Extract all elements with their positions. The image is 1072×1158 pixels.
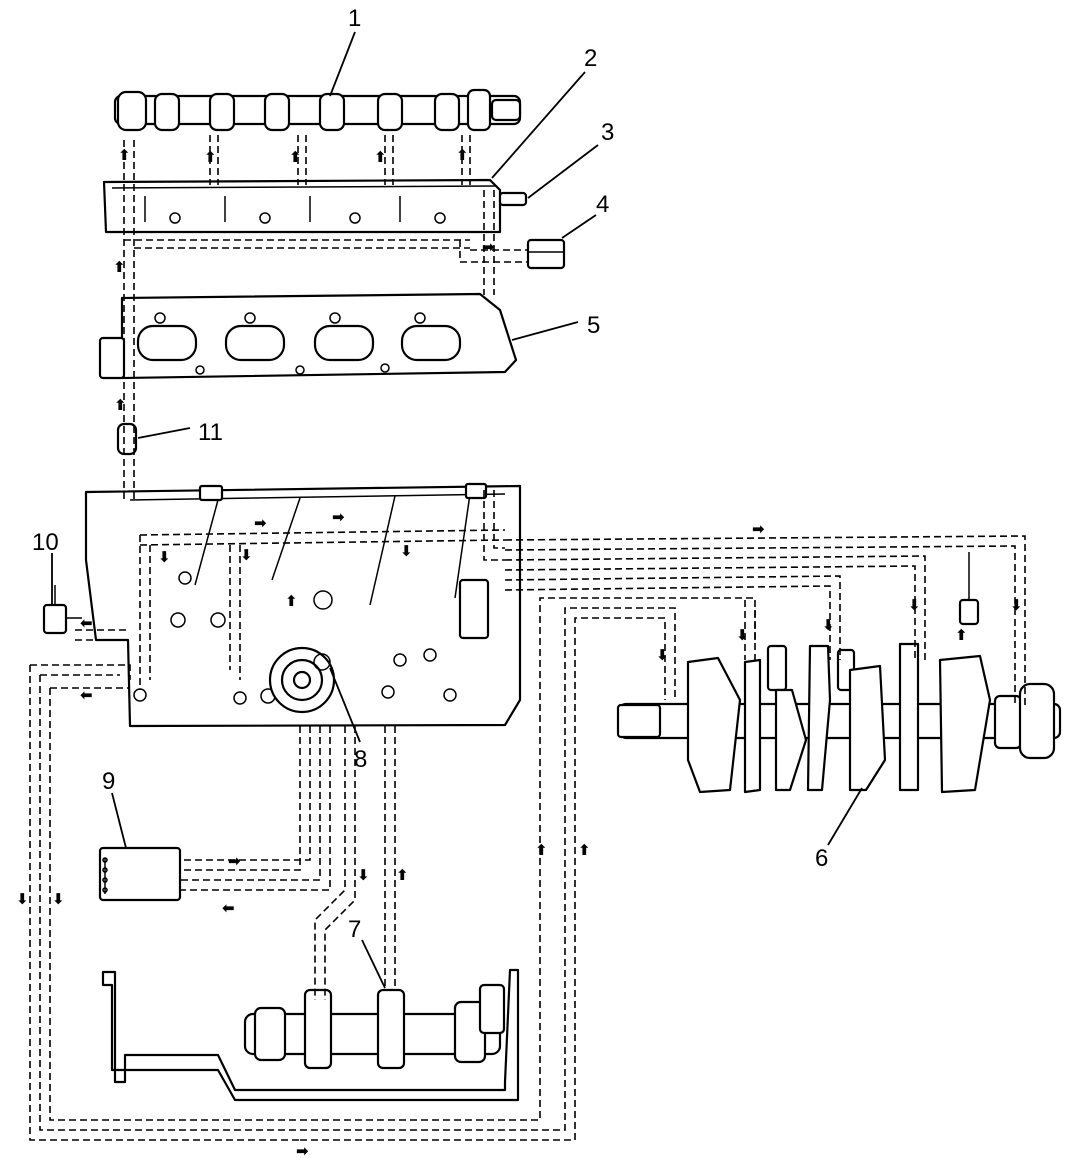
engine-block [84, 482, 522, 728]
arrow-right: ➡ [332, 508, 345, 526]
oil-passages [29, 135, 1026, 1141]
arrow-down: ⬇ [400, 542, 413, 560]
arrow-left: ⬅ [222, 899, 235, 917]
oil-filter [98, 846, 182, 902]
callout-8: 8 [354, 746, 367, 773]
leader-lines [51, 31, 863, 989]
pressure-switch [42, 585, 82, 635]
arrow-down: ⬇ [736, 626, 749, 644]
crankshaft [616, 642, 1062, 794]
callout-1: 1 [348, 5, 361, 32]
arrow-right: ➡ [752, 520, 765, 538]
arrow-right: ➡ [254, 514, 267, 532]
arrow-down: ⬇ [1010, 596, 1023, 614]
oil-pressure-sensor [498, 191, 528, 207]
arrow-down: ⬇ [357, 866, 370, 884]
flow-arrows: ⬆ ⬆ ⬆ ⬆ ⬆ ⬆ ⬆ ➡ ➡ ➡ ➡ ⬇ ⬇ ⬇ ⬆ ⬅ ⬅ ⬇ ⬇ ⬇ … [16, 146, 1023, 1158]
small-filter-block [526, 238, 566, 270]
cylinder-head [98, 292, 518, 380]
arrow-up: ⬆ [204, 148, 217, 166]
hydraulic-lifter [116, 422, 138, 456]
arrow-left: ⬅ [80, 686, 93, 704]
arrow-up: ⬆ [955, 626, 968, 644]
arrow-up: ⬆ [114, 396, 127, 414]
arrow-up: ⬆ [578, 841, 591, 859]
arrow-left: ⬅ [80, 614, 93, 632]
arrow-down: ⬇ [240, 546, 253, 564]
arrow-up: ⬆ [456, 146, 469, 164]
camshaft-carrier [102, 178, 502, 234]
callout-4: 4 [596, 191, 609, 218]
callout-3: 3 [601, 119, 614, 146]
arrow-up: ⬆ [396, 866, 409, 884]
arrow-up: ⬆ [289, 148, 302, 166]
arrow-down: ⬇ [822, 616, 835, 634]
arrow-down: ⬇ [52, 890, 65, 908]
callout-11: 11 [198, 419, 223, 446]
callout-9: 9 [102, 768, 115, 795]
arrow-up: ⬆ [113, 258, 126, 276]
arrow-down: ⬇ [16, 890, 29, 908]
callout-10: 10 [32, 529, 59, 556]
arrow-up: ⬆ [535, 841, 548, 859]
oil-pump [268, 646, 336, 714]
callout-labels: 1 2 3 4 5 6 7 8 9 10 11 [32, 5, 828, 943]
crank-dipstick-fitting [958, 552, 980, 626]
arrow-down: ⬇ [656, 646, 669, 664]
callout-7: 7 [348, 916, 361, 943]
camshaft [113, 88, 522, 132]
arrow-down: ⬇ [158, 548, 171, 566]
balance-shaft [243, 983, 506, 1070]
callout-6: 6 [815, 845, 828, 872]
arrow-up: ⬆ [285, 592, 298, 610]
callout-2: 2 [584, 45, 597, 72]
callout-5: 5 [587, 312, 600, 339]
arrow-right: ➡ [296, 1142, 309, 1158]
arrow-up: ⬆ [374, 148, 387, 166]
arrow-down: ⬇ [908, 596, 921, 614]
arrow-right: ➡ [228, 852, 241, 870]
arrow-up: ⬆ [118, 146, 131, 164]
oil-pan [101, 968, 520, 1102]
arrow-right: ➡ [482, 238, 495, 256]
